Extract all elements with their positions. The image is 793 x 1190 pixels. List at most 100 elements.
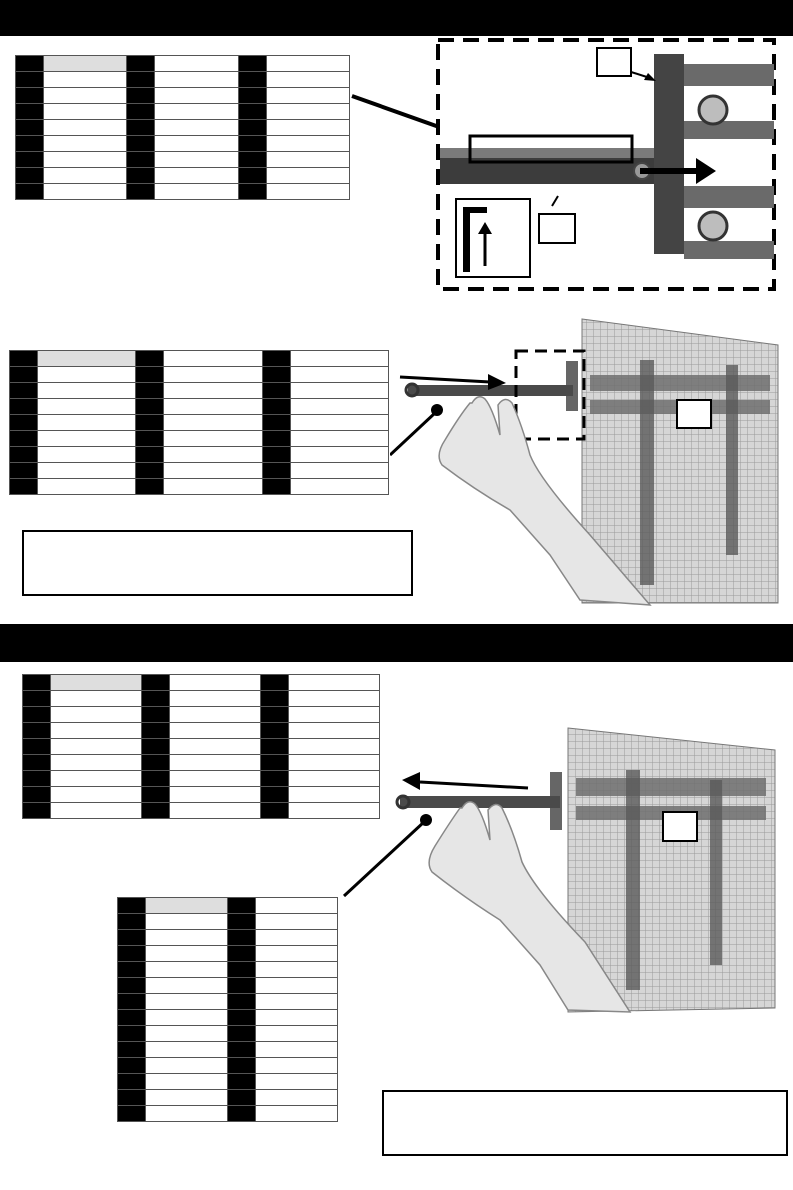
part-key-cell <box>135 446 165 463</box>
part-key-cell <box>14 55 45 72</box>
table-row <box>117 977 338 994</box>
part-key-cell <box>237 135 267 152</box>
part-key-cell <box>117 929 146 946</box>
table-row <box>117 913 338 930</box>
part-key-cell <box>237 119 267 136</box>
part-key-cell <box>117 897 146 914</box>
part-key-cell <box>260 786 289 803</box>
table-row <box>14 151 351 168</box>
part-key-cell <box>261 366 291 383</box>
part-key-cell <box>8 350 39 367</box>
part-value-cell <box>255 1073 338 1090</box>
part-key-cell <box>22 738 51 755</box>
part-key-cell <box>8 446 39 463</box>
table-row <box>14 167 351 184</box>
part-value-cell <box>169 770 261 787</box>
table-row <box>8 382 390 399</box>
part-key-cell <box>126 55 156 72</box>
note-box-2 <box>382 1090 788 1156</box>
part-value-cell <box>255 961 338 978</box>
part-value-cell <box>43 55 128 72</box>
part-value-cell <box>169 706 261 723</box>
part-value-cell <box>255 1009 338 1026</box>
part-value-cell <box>50 754 142 771</box>
part-value-cell <box>50 690 142 707</box>
part-value-cell <box>255 913 338 930</box>
callout-box-1 <box>596 47 632 77</box>
part-value-cell <box>145 1057 228 1074</box>
table-row <box>22 786 380 803</box>
part-key-cell <box>227 945 256 962</box>
part-key-cell <box>227 993 256 1010</box>
part-key-cell <box>117 977 146 994</box>
part-key-cell <box>126 71 156 88</box>
part-value-cell <box>154 103 239 120</box>
part-value-cell <box>145 977 228 994</box>
part-value-cell <box>255 977 338 994</box>
part-value-cell <box>163 382 263 399</box>
part-value-cell <box>37 462 137 479</box>
part-value-cell <box>145 913 228 930</box>
table-row <box>14 87 351 104</box>
part-value-cell <box>289 350 390 367</box>
part-value-cell <box>289 478 390 495</box>
part-key-cell <box>141 738 170 755</box>
part-value-cell <box>50 674 142 691</box>
part-key-cell <box>22 802 51 819</box>
part-key-cell <box>141 754 170 771</box>
part-key-cell <box>14 135 45 152</box>
part-key-cell <box>135 398 165 415</box>
part-value-cell <box>37 430 137 447</box>
note-box-1 <box>22 530 413 596</box>
part-key-cell <box>141 770 170 787</box>
part-key-cell <box>126 167 156 184</box>
callout-box-4 <box>662 811 698 842</box>
part-value-cell <box>255 929 338 946</box>
part-key-cell <box>22 722 51 739</box>
table-row <box>22 674 380 691</box>
part-key-cell <box>8 414 39 431</box>
part-key-cell <box>22 674 51 691</box>
part-value-cell <box>145 1089 228 1106</box>
part-key-cell <box>261 478 291 495</box>
parts-table-1 <box>14 55 351 200</box>
part-key-cell <box>227 913 256 930</box>
part-value-cell <box>43 167 128 184</box>
part-key-cell <box>260 738 289 755</box>
table-row <box>8 462 390 479</box>
part-key-cell <box>8 366 39 383</box>
table-row <box>22 770 380 787</box>
part-value-cell <box>145 897 228 914</box>
table-row <box>14 71 351 88</box>
part-value-cell <box>145 1009 228 1026</box>
part-key-cell <box>261 446 291 463</box>
part-key-cell <box>227 1025 256 1042</box>
table-row <box>117 1089 338 1106</box>
table-row <box>8 414 390 431</box>
part-value-cell <box>169 802 261 819</box>
part-key-cell <box>141 690 170 707</box>
part-key-cell <box>260 674 289 691</box>
part-value-cell <box>163 414 263 431</box>
parts-table-3 <box>22 674 380 819</box>
table-row <box>14 183 351 200</box>
part-key-cell <box>117 1009 146 1026</box>
part-key-cell <box>14 71 45 88</box>
part-key-cell <box>126 135 156 152</box>
parts-table-4 <box>117 897 338 1122</box>
table-row <box>14 103 351 120</box>
part-value-cell <box>154 167 239 184</box>
part-key-cell <box>260 802 289 819</box>
part-value-cell <box>163 398 263 415</box>
part-key-cell <box>22 754 51 771</box>
part-value-cell <box>145 1073 228 1090</box>
part-key-cell <box>117 1105 146 1122</box>
part-key-cell <box>135 430 165 447</box>
part-key-cell <box>135 462 165 479</box>
part-key-cell <box>227 961 256 978</box>
part-value-cell <box>37 398 137 415</box>
part-key-cell <box>237 87 267 104</box>
part-key-cell <box>227 929 256 946</box>
part-value-cell <box>43 183 128 200</box>
part-value-cell <box>255 1105 338 1122</box>
